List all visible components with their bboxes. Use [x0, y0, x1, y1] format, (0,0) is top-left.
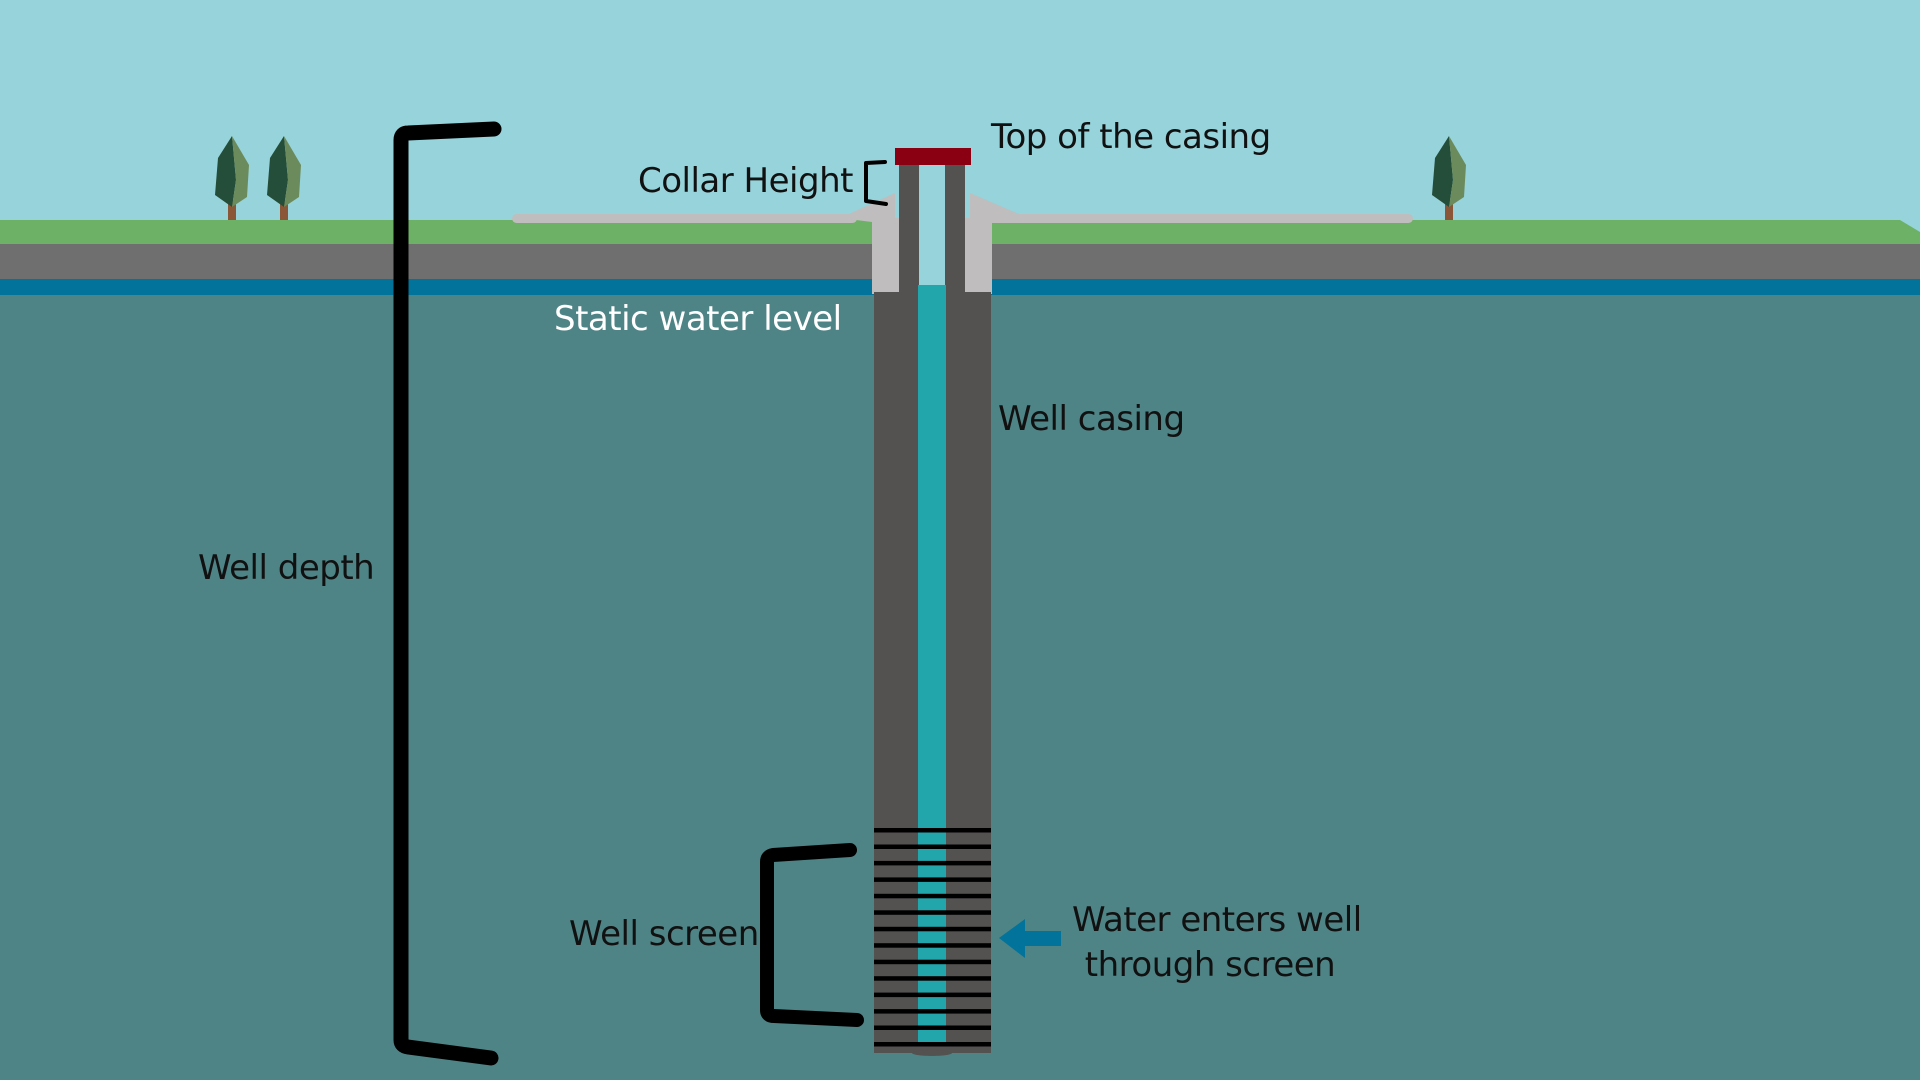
well-screen-bracket	[760, 843, 864, 1027]
label-top-of-casing: Top of the casing	[991, 117, 1271, 157]
label-water-enters-line1: Water enters well	[1072, 900, 1362, 940]
screen-slot	[874, 1042, 991, 1047]
screen-slot	[874, 860, 991, 866]
label-static-water-level: Static water level	[554, 299, 842, 339]
tree-icon	[1432, 136, 1466, 220]
arrow-left-icon	[999, 919, 1061, 958]
screen-slot	[874, 828, 991, 833]
label-water-enters-line2: through screen	[1084, 945, 1336, 985]
screen-slot	[874, 992, 991, 998]
screen-slot	[874, 1025, 991, 1030]
well-casing-wall-left	[899, 163, 919, 298]
screen-slot	[874, 893, 991, 899]
collar-height-bracket	[864, 160, 888, 206]
label-collar-height: Collar Height	[638, 161, 853, 201]
well-screen-slots	[874, 828, 991, 1047]
screen-slot	[874, 976, 991, 981]
well-water-column	[918, 285, 946, 1042]
well-depth-bracket	[393, 121, 502, 1066]
tree-icon	[267, 136, 301, 220]
screen-slot	[874, 959, 991, 965]
casing-interior-air	[919, 163, 945, 285]
tree-icon	[215, 136, 249, 220]
well-cap	[895, 148, 971, 165]
concrete-slab-left	[512, 214, 857, 223]
label-well-screen: Well screen	[569, 914, 759, 954]
screen-slot	[874, 926, 991, 932]
screen-slot	[874, 877, 991, 882]
label-water-enters: Water enters well through screen	[1072, 898, 1362, 988]
concrete-slab-right	[985, 214, 1413, 223]
concrete-collar-left	[872, 218, 900, 294]
screen-slot	[874, 943, 991, 948]
well-casing-wall-right	[945, 163, 965, 298]
screen-slot	[874, 1009, 991, 1014]
screen-slot	[874, 910, 991, 915]
label-well-casing: Well casing	[998, 399, 1185, 439]
well-bottom	[912, 1050, 952, 1056]
screen-slot	[874, 844, 991, 849]
label-well-depth: Well depth	[198, 548, 375, 588]
concrete-collar-right	[965, 218, 992, 294]
